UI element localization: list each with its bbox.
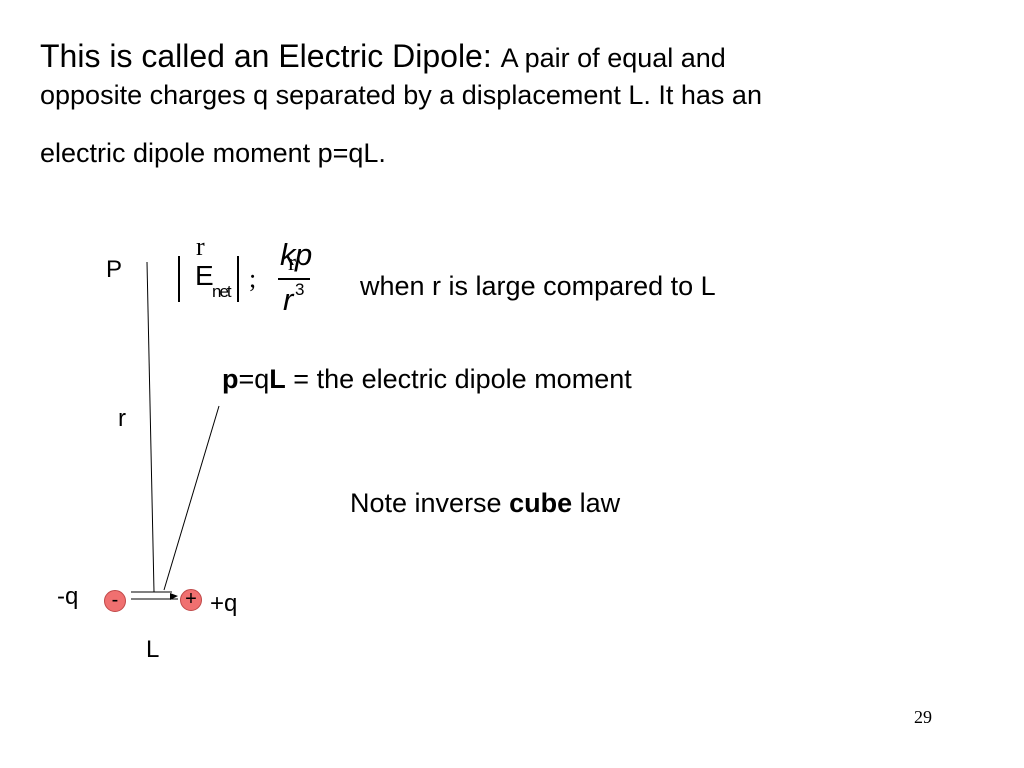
title-rest: A pair of equal and: [500, 43, 726, 73]
approx-symbol: ;: [249, 264, 257, 293]
denominator-r: r: [283, 282, 294, 317]
positive-sign: +: [185, 588, 197, 610]
page-number: 29: [914, 707, 932, 727]
title-line-1: This is called an Electric Dipole: A pai…: [40, 36, 990, 78]
negative-charge-label: -q: [57, 583, 79, 610]
positive-charge-label: +q: [210, 590, 238, 617]
vector-mark: r: [196, 232, 205, 261]
negative-charge: -: [104, 590, 126, 612]
inverse-cube-note: Note inverse cube law: [350, 488, 620, 519]
dipole-arrow-head: [170, 593, 178, 600]
negative-sign: -: [111, 589, 119, 611]
numerator-p: p: [295, 237, 313, 272]
title-line-3: electric dipole moment p=qL.: [40, 138, 386, 168]
distance-label: r: [118, 405, 126, 432]
numerator-mark: r: [288, 250, 296, 276]
dipole-moment-definition: p=qL = the electric dipole moment: [222, 364, 632, 395]
moment-p-symbol: p: [222, 364, 239, 394]
title-main: This is called an Electric Dipole:: [40, 38, 492, 74]
line-r: [146, 261, 155, 593]
abs-bar-right: [237, 256, 239, 302]
large-r-condition: when r is large compared to L: [360, 271, 716, 301]
numerator-k: k: [280, 237, 296, 272]
point-label: P: [106, 256, 123, 283]
moment-L-symbol: L: [269, 364, 286, 394]
line-from-positive: [163, 405, 220, 591]
fraction-bar: [278, 278, 310, 280]
moment-description: = the electric dipole moment: [285, 364, 632, 394]
inverse-note-end: law: [572, 488, 621, 518]
denominator-exponent: 3: [295, 280, 305, 299]
separation-label: L: [146, 636, 160, 663]
moment-equals-q: =q: [238, 364, 270, 394]
inverse-note-cube: cube: [509, 488, 573, 518]
inverse-note-start: Note inverse: [350, 488, 510, 518]
title-line-2: opposite charges q separated by a displa…: [40, 80, 762, 110]
positive-charge: +: [180, 589, 202, 611]
abs-bar-left: [178, 256, 180, 302]
field-symbol: E: [195, 260, 214, 291]
field-subscript: net: [212, 282, 232, 301]
slide-title-block: This is called an Electric Dipole: A pai…: [40, 36, 990, 170]
